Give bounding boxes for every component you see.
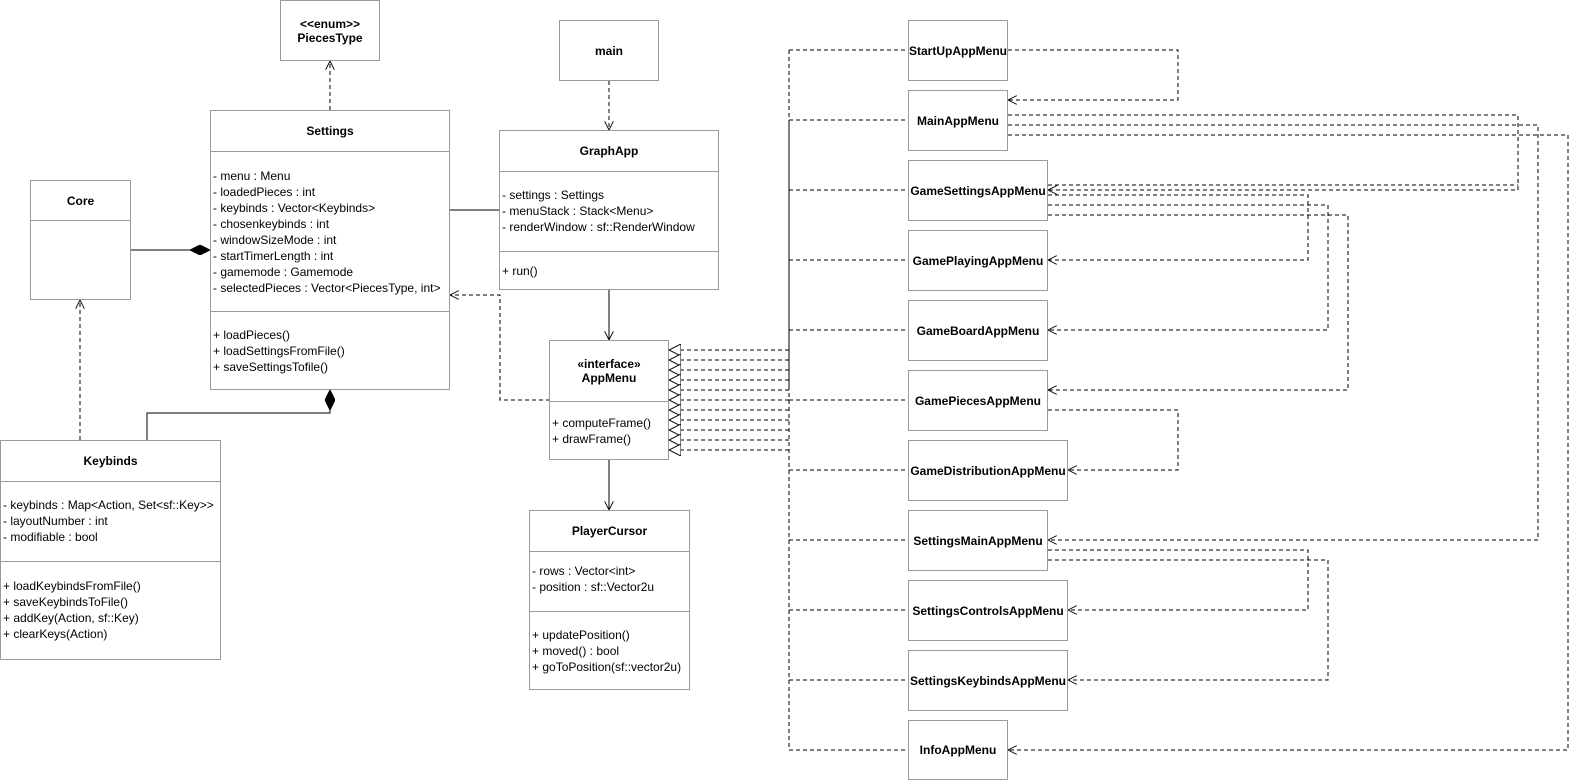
- methods-section: + updatePosition() + moved() : bool + go…: [530, 611, 689, 689]
- method: + run(): [502, 264, 538, 278]
- attribute: - position : sf::Vector2u: [532, 580, 655, 594]
- class-name: main: [594, 43, 623, 58]
- class-main: main: [559, 20, 659, 81]
- method: + goToPosition(sf::vector2u): [532, 660, 682, 674]
- attribute: - keybinds : Vector<Keybinds>: [213, 201, 376, 215]
- class-name: AppMenu: [581, 371, 637, 385]
- methods-section: + loadPieces() + loadSettingsFromFile() …: [211, 311, 449, 389]
- class-name: Keybinds: [83, 454, 138, 468]
- class-settings: Settings - menu : Menu - loadedPieces : …: [210, 110, 450, 390]
- method: + saveKeybindsToFile(): [3, 595, 129, 609]
- stereotype-label: <<enum>>: [299, 16, 361, 31]
- attribute: - gamemode : Gamemode: [213, 265, 354, 279]
- attribute: - layoutNumber : int: [3, 514, 108, 528]
- method: + clearKeys(Action): [3, 627, 108, 641]
- attributes-section: - keybinds : Map<Action, Set<sf::Key>> -…: [1, 481, 220, 562]
- methods-section: + computeFrame() + drawFrame(): [550, 401, 668, 459]
- method: + computeFrame(): [552, 416, 652, 430]
- class-keybinds: Keybinds - keybinds : Map<Action, Set<sf…: [0, 440, 221, 660]
- class-settingsmainappmenu: SettingsMainAppMenu: [908, 510, 1048, 571]
- attribute: - renderWindow : sf::RenderWindow: [502, 220, 695, 234]
- class-name: Core: [66, 194, 95, 208]
- attributes-section: - settings : Settings - menuStack : Stac…: [500, 171, 718, 252]
- attribute: - chosenkeybinds : int: [213, 217, 330, 231]
- method: + saveSettingsTofile(): [213, 360, 329, 374]
- method: + drawFrame(): [552, 432, 632, 446]
- attribute: - menuStack : Stack<Menu>: [502, 204, 654, 218]
- class-mainappmenu: MainAppMenu: [908, 90, 1008, 151]
- methods-section: + run(): [500, 251, 718, 289]
- interface-appmenu: «interface» AppMenu + computeFrame() + d…: [549, 340, 669, 460]
- class-title: <<enum>> PiecesType: [281, 1, 379, 60]
- attribute: - keybinds : Map<Action, Set<sf::Key>>: [3, 498, 214, 512]
- class-gamesettingsappmenu: GameSettingsAppMenu: [908, 160, 1048, 221]
- attribute: - startTimerLength : int: [213, 249, 334, 263]
- attributes-section: - rows : Vector<int> - position : sf::Ve…: [530, 551, 689, 612]
- class-graphapp: GraphApp - settings : Settings - menuSta…: [499, 130, 719, 290]
- stereotype-label: «interface»: [577, 357, 641, 371]
- method: + addKey(Action, sf::Key): [3, 611, 139, 625]
- class-name: PiecesType: [297, 30, 363, 45]
- class-gamepiecesappmenu: GamePiecesAppMenu: [908, 370, 1048, 431]
- class-piecestype: <<enum>> PiecesType: [280, 0, 380, 61]
- class-playercursor: PlayerCursor - rows : Vector<int> - posi…: [529, 510, 690, 690]
- class-settingskeybindsappmenu: SettingsKeybindsAppMenu: [908, 650, 1068, 711]
- method: + updatePosition(): [532, 628, 630, 642]
- method: + loadSettingsFromFile(): [213, 344, 345, 358]
- class-core: Core: [30, 180, 131, 300]
- attribute: - settings : Settings: [502, 188, 605, 202]
- class-settingscontrolsappmenu: SettingsControlsAppMenu: [908, 580, 1068, 641]
- attributes-section: - menu : Menu - loadedPieces : int - key…: [211, 151, 449, 312]
- class-body: [31, 220, 130, 300]
- methods-section: + loadKeybindsFromFile() + saveKeybindsT…: [1, 561, 220, 659]
- class-gamedistributionappmenu: GameDistributionAppMenu: [908, 440, 1068, 501]
- class-title: «interface» AppMenu: [550, 341, 668, 401]
- attribute: - modifiable : bool: [3, 530, 98, 544]
- class-name: Settings: [306, 124, 354, 138]
- attribute: - menu : Menu: [213, 169, 291, 183]
- method: + loadPieces(): [213, 328, 291, 342]
- class-startupappmenu: StartUpAppMenu: [908, 20, 1008, 81]
- class-gameboardappmenu: GameBoardAppMenu: [908, 300, 1048, 361]
- class-name: GraphApp: [579, 144, 639, 158]
- class-infoappmenu: InfoAppMenu: [908, 720, 1008, 780]
- method: + moved() : bool: [532, 644, 620, 658]
- method: + loadKeybindsFromFile(): [3, 579, 141, 593]
- class-gameplayingappmenu: GamePlayingAppMenu: [908, 230, 1048, 291]
- attribute: - rows : Vector<int>: [532, 564, 636, 578]
- attribute: - loadedPieces : int: [213, 185, 316, 199]
- attribute: - selectedPieces : Vector<PiecesType, in…: [213, 281, 441, 295]
- class-name: PlayerCursor: [571, 524, 648, 538]
- attribute: - windowSizeMode : int: [213, 233, 337, 247]
